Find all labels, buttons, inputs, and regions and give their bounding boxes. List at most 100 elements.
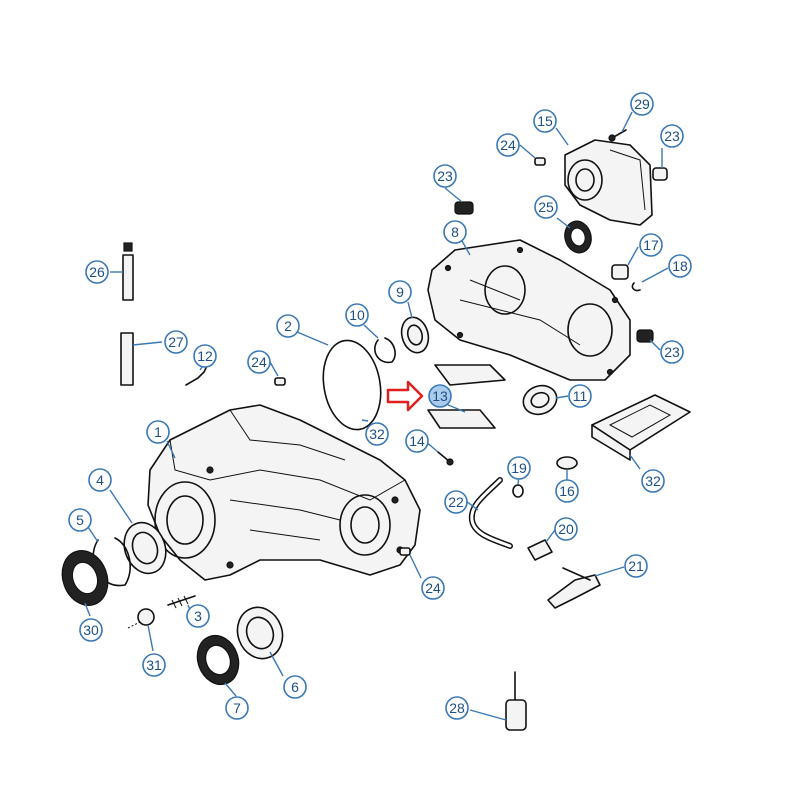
part-plug-23b bbox=[652, 167, 668, 181]
svg-text:5: 5 bbox=[76, 512, 84, 528]
callout-10[interactable]: 10 bbox=[345, 303, 369, 327]
svg-text:22: 22 bbox=[448, 494, 464, 510]
callout-16[interactable]: 16 bbox=[555, 479, 579, 503]
part-stud bbox=[167, 595, 196, 609]
callout-3[interactable]: 3 bbox=[186, 604, 210, 628]
svg-text:23: 23 bbox=[664, 344, 680, 360]
part-washer-16 bbox=[556, 456, 578, 470]
svg-text:30: 30 bbox=[83, 622, 99, 638]
part-fork-21 bbox=[547, 567, 601, 609]
svg-text:23: 23 bbox=[664, 128, 680, 144]
svg-text:19: 19 bbox=[511, 460, 527, 476]
part-plug-23a bbox=[454, 201, 474, 215]
callout-24-mid[interactable]: 24 bbox=[247, 350, 271, 374]
part-oring-19 bbox=[512, 484, 524, 498]
svg-text:9: 9 bbox=[396, 284, 404, 300]
svg-text:28: 28 bbox=[449, 700, 465, 716]
svg-text:17: 17 bbox=[643, 237, 659, 253]
callout-24-top[interactable]: 24 bbox=[496, 133, 520, 157]
part-bearing-11 bbox=[522, 384, 558, 416]
svg-text:16: 16 bbox=[559, 483, 575, 499]
part-bearing-17 bbox=[611, 264, 629, 280]
callout-7[interactable]: 7 bbox=[225, 696, 249, 720]
part-dowel-24b bbox=[274, 377, 286, 386]
svg-text:7: 7 bbox=[233, 700, 241, 716]
callout-4[interactable]: 4 bbox=[88, 468, 112, 492]
part-seal-7 bbox=[196, 634, 240, 686]
callout-30[interactable]: 30 bbox=[79, 618, 103, 642]
callout-32-mid[interactable]: 32 bbox=[365, 422, 389, 446]
part-bolt-29 bbox=[608, 129, 627, 142]
svg-text:4: 4 bbox=[96, 472, 104, 488]
callout-32-right[interactable]: 32 bbox=[641, 469, 665, 493]
callout-22[interactable]: 22 bbox=[444, 490, 468, 514]
callout-13-highlighted[interactable]: 13 bbox=[428, 384, 452, 408]
svg-text:6: 6 bbox=[291, 679, 299, 695]
callout-14[interactable]: 14 bbox=[405, 429, 429, 453]
callout-20[interactable]: 20 bbox=[554, 517, 578, 541]
part-rear-case bbox=[427, 239, 631, 381]
callout-21[interactable]: 21 bbox=[624, 554, 648, 578]
part-tool-26 bbox=[122, 242, 134, 301]
svg-text:2: 2 bbox=[284, 318, 292, 334]
part-cover-15 bbox=[564, 139, 653, 226]
part-bearing-9 bbox=[400, 316, 430, 354]
svg-text:24: 24 bbox=[425, 580, 441, 596]
callout-23-top[interactable]: 23 bbox=[433, 164, 457, 188]
part-dowel-24c bbox=[399, 547, 411, 556]
svg-text:14: 14 bbox=[409, 433, 425, 449]
svg-text:31: 31 bbox=[146, 657, 162, 673]
svg-text:21: 21 bbox=[628, 558, 644, 574]
part-seal-6 bbox=[236, 606, 284, 660]
part-module-32 bbox=[591, 394, 691, 461]
callout-9[interactable]: 9 bbox=[388, 280, 412, 304]
callout-12[interactable]: 12 bbox=[193, 344, 217, 368]
callout-11[interactable]: 11 bbox=[568, 384, 592, 408]
svg-text:13: 13 bbox=[432, 388, 448, 404]
part-elbow-fitting bbox=[185, 367, 207, 386]
callout-15[interactable]: 15 bbox=[533, 109, 557, 133]
svg-text:24: 24 bbox=[500, 137, 516, 153]
callout-23-right[interactable]: 23 bbox=[660, 340, 684, 364]
callout-8[interactable]: 8 bbox=[443, 220, 467, 244]
callout-23-right-top[interactable]: 23 bbox=[660, 124, 684, 148]
part-plug-23c bbox=[636, 329, 654, 343]
callout-19[interactable]: 19 bbox=[507, 456, 531, 480]
callout-24-bottom[interactable]: 24 bbox=[421, 576, 445, 600]
part-sleeve-20 bbox=[527, 539, 553, 561]
callout-31[interactable]: 31 bbox=[142, 653, 166, 677]
svg-text:8: 8 bbox=[451, 224, 459, 240]
callout-27[interactable]: 27 bbox=[164, 330, 188, 354]
part-tool-27 bbox=[120, 332, 134, 386]
part-bolt-14 bbox=[437, 451, 454, 466]
callout-6[interactable]: 6 bbox=[283, 675, 307, 699]
callout-18[interactable]: 18 bbox=[668, 254, 692, 278]
callout-2[interactable]: 2 bbox=[276, 314, 300, 338]
part-sealant-tube-28 bbox=[505, 671, 527, 731]
part-seal-25 bbox=[564, 220, 592, 254]
callout-5[interactable]: 5 bbox=[68, 508, 92, 532]
svg-text:15: 15 bbox=[537, 113, 553, 129]
svg-text:12: 12 bbox=[197, 348, 213, 364]
callout-29[interactable]: 29 bbox=[630, 92, 654, 116]
part-bearing-4 bbox=[123, 521, 167, 575]
svg-text:11: 11 bbox=[573, 388, 588, 404]
leader-lines bbox=[84, 111, 669, 721]
svg-text:29: 29 bbox=[634, 96, 650, 112]
svg-text:27: 27 bbox=[168, 334, 184, 350]
callout-1[interactable]: 1 bbox=[146, 420, 170, 444]
part-front-case bbox=[147, 404, 421, 581]
svg-text:32: 32 bbox=[369, 426, 385, 442]
part-seal-30 bbox=[61, 550, 109, 606]
svg-text:23: 23 bbox=[437, 168, 453, 184]
svg-text:18: 18 bbox=[672, 258, 688, 274]
svg-text:24: 24 bbox=[251, 354, 267, 370]
part-dowel-24a bbox=[534, 157, 546, 166]
svg-text:20: 20 bbox=[558, 521, 574, 537]
callout-17[interactable]: 17 bbox=[639, 233, 663, 257]
svg-text:3: 3 bbox=[194, 608, 202, 624]
callout-25[interactable]: 25 bbox=[534, 195, 558, 219]
callout-26[interactable]: 26 bbox=[85, 260, 109, 284]
svg-text:10: 10 bbox=[349, 307, 365, 323]
callout-28[interactable]: 28 bbox=[445, 696, 469, 720]
